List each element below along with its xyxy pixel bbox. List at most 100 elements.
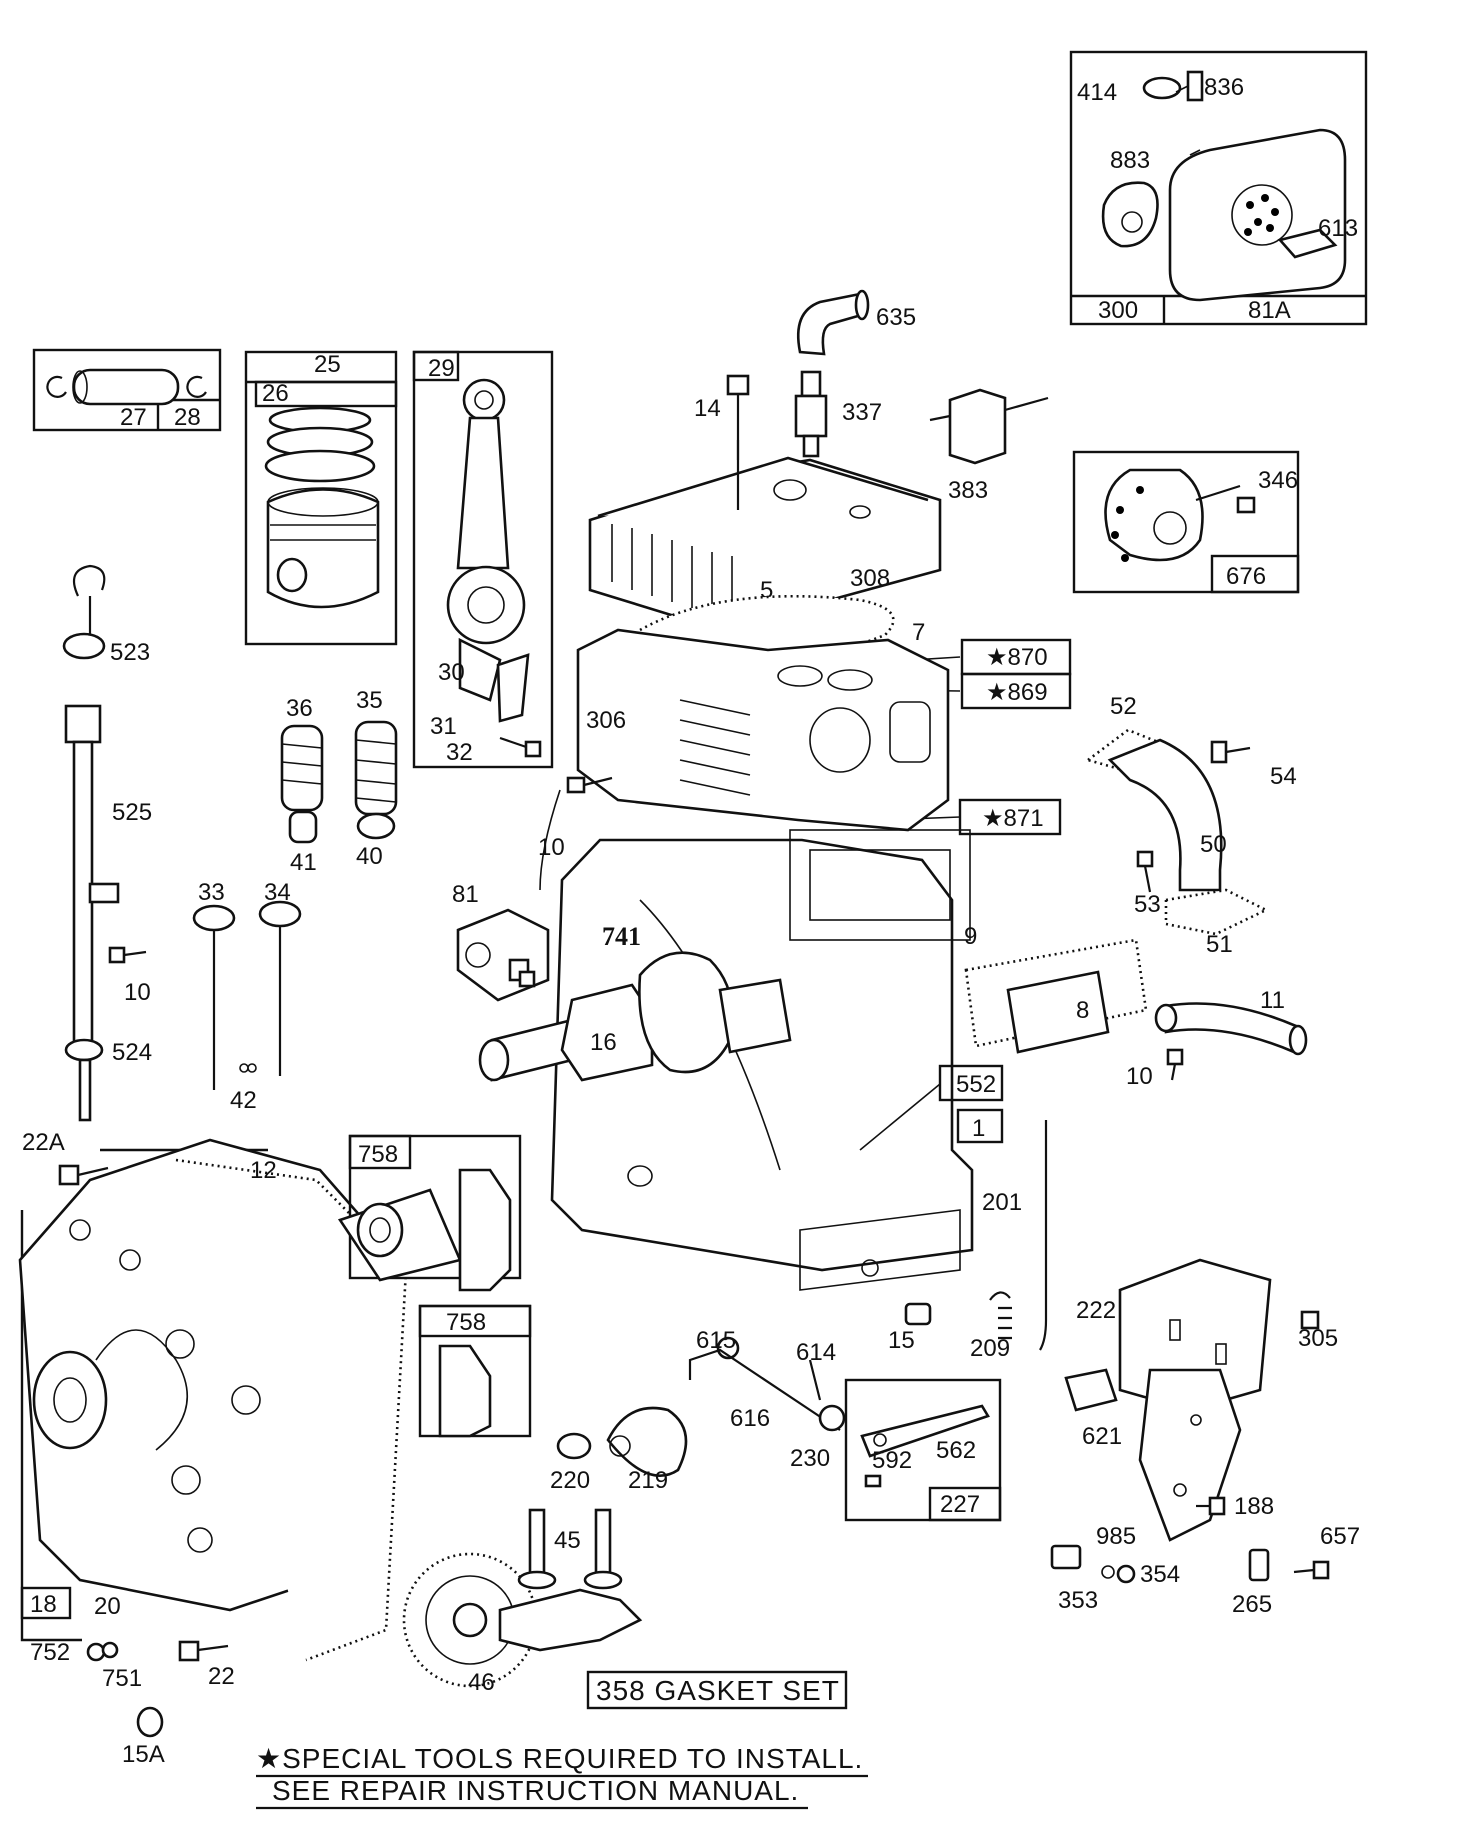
part-220-label: 220 — [550, 1467, 590, 1494]
part-209-label: 209 — [970, 1335, 1010, 1362]
bolt-22A — [58, 1164, 109, 1186]
part-758-lower-label: 758 — [446, 1309, 486, 1336]
part-562-label: 562 — [936, 1437, 976, 1464]
part-592-label: 592 — [872, 1447, 912, 1474]
part-869-label: ★869 — [986, 679, 1048, 706]
part-616-label: 616 — [730, 1405, 770, 1432]
part-523-label: 523 — [110, 639, 150, 666]
part-230-label: 230 — [790, 1445, 830, 1472]
part-20-label: 20 — [94, 1593, 121, 1620]
part-227-label: 227 — [940, 1491, 980, 1518]
part-52-label: 52 — [1110, 693, 1137, 720]
dipstick-assembly — [62, 564, 120, 1122]
part-40-label: 40 — [356, 843, 383, 870]
part-12-label: 12 — [250, 1157, 277, 1184]
part-525-label: 525 — [112, 799, 152, 826]
part-306-label: 306 — [586, 707, 626, 734]
part-30-label: 30 — [438, 659, 465, 686]
part-14-label: 14 — [694, 395, 721, 422]
part-758-upper-label: 758 — [358, 1141, 398, 1168]
part-7-label: 7 — [912, 619, 925, 646]
part-836-label: 836 — [1204, 74, 1244, 101]
part-414-label: 414 — [1077, 79, 1117, 106]
part-54-label: 54 — [1270, 763, 1297, 790]
part-81-label: 81 — [452, 881, 479, 908]
part-870-label: ★870 — [986, 644, 1048, 671]
part-265-label: 265 — [1232, 1591, 1272, 1618]
bolt-10-block — [539, 776, 613, 891]
part-8-label: 8 — [1076, 997, 1089, 1024]
part-28-label: 28 — [174, 404, 201, 431]
spark-plug — [794, 370, 828, 458]
screw-188 — [1196, 1496, 1226, 1516]
governor-lever-box-227 — [844, 1378, 1002, 1522]
cylinder-block — [550, 628, 974, 1291]
clip-265-screw-657 — [1248, 1548, 1330, 1582]
part-354-label: 354 — [1140, 1561, 1180, 1588]
tappet-cover — [964, 938, 1148, 1054]
camshaft — [402, 1508, 643, 1688]
flywheel-puller-676 — [1072, 450, 1300, 594]
part-621-label: 621 — [1082, 1423, 1122, 1450]
part-751-label: 751 — [102, 1665, 142, 1692]
part-613-label: 613 — [1318, 215, 1358, 242]
part-18-label: 18 — [30, 1591, 57, 1618]
part-10-dipstick-label: 10 — [124, 979, 151, 1006]
part-1-label: 1 — [972, 1115, 985, 1142]
bolts-bottom-left — [86, 1640, 229, 1738]
part-346-label: 346 — [1258, 467, 1298, 494]
part-219-label: 219 — [628, 1467, 668, 1494]
part-222-label: 222 — [1076, 1297, 1116, 1324]
stop-switch-parts — [1050, 1544, 1136, 1584]
part-201-label: 201 — [982, 1189, 1022, 1216]
part-22-label: 22 — [208, 1663, 235, 1690]
part-552-label: 552 — [956, 1071, 996, 1098]
part-27-label: 27 — [120, 404, 147, 431]
part-10-tube-label: 10 — [1126, 1063, 1153, 1090]
plug-15-spring-209 — [904, 1291, 1012, 1340]
part-34-label: 34 — [264, 879, 291, 906]
bolt-53 — [1136, 850, 1154, 893]
part-524-label: 524 — [112, 1039, 152, 1066]
part-10-block-label: 10 — [538, 834, 565, 861]
part-31-label: 31 — [430, 713, 457, 740]
part-615-label: 615 — [696, 1327, 736, 1354]
crankshaft — [478, 951, 792, 1082]
part-614-label: 614 — [796, 1339, 836, 1366]
part-383-label: 383 — [948, 477, 988, 504]
part-16-label: 16 — [590, 1029, 617, 1056]
gear-758-upper — [337, 1134, 522, 1292]
part-22A-label: 22A — [22, 1129, 65, 1156]
part-15-label: 15 — [888, 1327, 915, 1354]
breather-tube-11 — [1154, 1002, 1308, 1056]
connecting-rod-box — [412, 350, 554, 769]
part-25-label: 25 — [314, 351, 341, 378]
part-752-label: 752 — [30, 1639, 70, 1666]
intake-elbow-50 — [1085, 728, 1269, 936]
part-308-label: 308 — [850, 565, 890, 592]
part-36-label: 36 — [286, 695, 313, 722]
part-46-label: 46 — [468, 1669, 495, 1696]
part-15A-label: 15A — [122, 1741, 165, 1768]
part-657-label: 657 — [1320, 1523, 1360, 1550]
part-9-label: 9 — [964, 923, 977, 950]
repair-manual-note: SEE REPAIR INSTRUCTION MANUAL. — [272, 1775, 799, 1806]
part-676-label: 676 — [1226, 563, 1266, 590]
part-871-label: ★871 — [982, 805, 1044, 832]
part-33-label: 33 — [198, 879, 225, 906]
cylinder-head — [588, 440, 942, 632]
part-81A-label: 81A — [1248, 297, 1291, 324]
part-883-label: 883 — [1110, 147, 1150, 174]
control-bracket-222 — [1118, 1258, 1320, 1542]
part-29-label: 29 — [428, 355, 455, 382]
part-53-label: 53 — [1134, 891, 1161, 918]
bolt-10-dipstick — [108, 946, 147, 964]
bolt-10-tube — [1166, 1048, 1184, 1081]
part-35-label: 35 — [356, 687, 383, 714]
breather-81 — [456, 908, 550, 1002]
spring-621 — [1064, 1368, 1118, 1412]
crankcase-cover — [18, 1138, 408, 1662]
part-188-label: 188 — [1234, 1493, 1274, 1520]
part-50-label: 50 — [1200, 831, 1227, 858]
